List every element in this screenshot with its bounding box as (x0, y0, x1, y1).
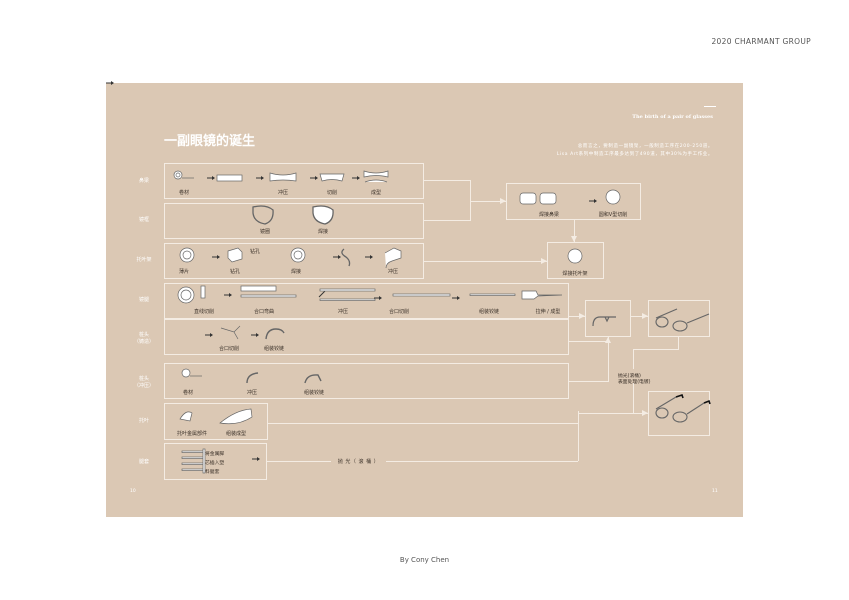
step-label: 圆和V型切削 (598, 212, 628, 218)
finish-step: 表面处理(电镀) (618, 380, 651, 385)
temple-tip-steps: 将金属脚 芯插入塑 料腿套 (205, 450, 224, 477)
step-label: 冲压 (337, 309, 349, 315)
side-label: 镜框 (138, 217, 149, 223)
row-nosepad (164, 403, 268, 440)
side-label: 桩头 （冲压） (133, 376, 154, 389)
row-pad-arm (164, 243, 424, 279)
step-label: 组装成型 (225, 431, 247, 437)
pressed-bridge-icon (269, 172, 297, 182)
process-arrows (106, 81, 598, 462)
finish-step: 抛光(滚桶) (618, 374, 641, 379)
step-label: 合口切削 (388, 309, 410, 315)
cut-temple-icon (392, 293, 451, 297)
page-number-left: 10 (130, 489, 136, 494)
nosepad-metal-icon (179, 411, 193, 422)
row-temple (164, 283, 569, 319)
assembled-nosepad-icon (219, 408, 253, 425)
author-credit: By Cony Chen (399, 556, 450, 564)
hinged-temple-icon (469, 293, 516, 296)
step-label: 组装铰链 (303, 390, 325, 396)
step-label: 组装铰链 (478, 309, 500, 315)
side-label: 腿套 (138, 459, 149, 465)
cast-endpiece-icon (220, 325, 241, 340)
step-label: 切削 (326, 190, 338, 196)
step-label: 冲压 (246, 390, 258, 396)
step-label: 冲压 (387, 269, 399, 275)
infographic-panel: The birth of a pair of glasses 一副眼镜的诞生 总… (106, 81, 743, 517)
divider (704, 106, 716, 107)
step-label: 卷材 (182, 390, 194, 396)
step-label: 直线切削 (193, 309, 215, 315)
assembled-glasses-box (648, 300, 710, 337)
pad-weld-box (547, 242, 604, 279)
finish-label: 抛光(滚桶) 表面处理(电镀) (618, 374, 651, 386)
page-number-right: 11 (712, 489, 718, 494)
step-label: 冲压 (277, 190, 289, 196)
row-frame (164, 203, 424, 239)
welded-rim-icon (312, 205, 334, 225)
step-label: 托叶金属部件 (176, 431, 208, 437)
formed-temple-icon (521, 290, 563, 300)
step-label: 焊接托叶架 (562, 271, 588, 277)
lens-rim-icon (252, 205, 274, 225)
row-endpiece-cast (164, 319, 569, 355)
assembled-glasses-icon (655, 308, 710, 332)
step-label: 焊接鼻梁 (538, 212, 560, 218)
side-label: 托叶架 (136, 257, 152, 263)
side-label: 桩头 （铸造） (133, 332, 154, 345)
process-icons (173, 170, 711, 474)
step-note: 钻孔 (249, 249, 261, 255)
row-endpiece-press (164, 363, 569, 399)
temple-tip-icon (181, 450, 205, 453)
finished-glasses-icon (655, 393, 711, 423)
wire-icon (341, 248, 351, 267)
bridge-weld-box (506, 183, 641, 220)
flow-arrowheads (500, 198, 648, 416)
strip-icon (216, 174, 243, 182)
drill-block-icon (227, 247, 243, 263)
step-label: 拉伸 / 成型 (535, 309, 561, 315)
step-label: 焊接 (317, 229, 329, 235)
subtitle: The birth of a pair of glasses (632, 114, 713, 120)
intro-line: 总而言之，要制造一副镜架，一般制造工序在200-250道。 (577, 144, 713, 149)
polish-line-label: 抛 光（ 滚 桶 ） (337, 459, 380, 465)
formed-bridge-icon (363, 170, 389, 183)
side-label: 镜腿 (138, 297, 149, 303)
step-label: 将金属脚 (205, 452, 225, 457)
page-title: 一副眼镜的诞生 (164, 134, 256, 149)
side-label: 鼻梁 (138, 178, 149, 184)
step-label: 芯插入塑 (205, 461, 225, 466)
v-cut-icon (605, 189, 621, 205)
pressed-endpiece-icon (246, 372, 259, 384)
brand-label: 2020 CHARMANT GROUP (711, 37, 811, 46)
step-label: 镜圈 (259, 229, 271, 235)
pressed-temple-icon (319, 288, 376, 292)
step-label: 合口切削 (218, 346, 240, 352)
step-label: 合口弯曲 (253, 309, 275, 315)
intro-line: Lisa Art系列中制造工序最多达到了490道，其中30%为手工作业。 (556, 152, 713, 157)
cut-bridge-icon (319, 173, 345, 182)
step-label: 钻孔 (229, 269, 241, 275)
side-label: 托叶 (138, 418, 149, 424)
pressed-pad-arm-icon (384, 247, 402, 269)
step-label: 卷材 (178, 190, 190, 196)
step-label: 料腿套 (205, 470, 220, 475)
finished-glasses-box (648, 391, 710, 436)
row-temple-tip (164, 443, 267, 480)
row-bridge (164, 163, 424, 199)
endpiece-hinge-icon (265, 328, 285, 340)
step-label: 组装铰链 (263, 346, 285, 352)
hinged-temple-assembly-icon (592, 316, 616, 327)
intro-text: 总而言之，要制造一副镜架，一般制造工序在200-250道。 Lisa Art系列… (557, 143, 713, 159)
pad-weld-icon (567, 248, 583, 264)
bridge-glasses-icon (519, 192, 537, 205)
temple-assembly-box (585, 300, 631, 337)
step-label: 焊接 (290, 269, 302, 275)
step-label: 薄片 (178, 269, 190, 275)
temple-wire-icon (240, 285, 277, 292)
step-label: 成型 (370, 190, 382, 196)
